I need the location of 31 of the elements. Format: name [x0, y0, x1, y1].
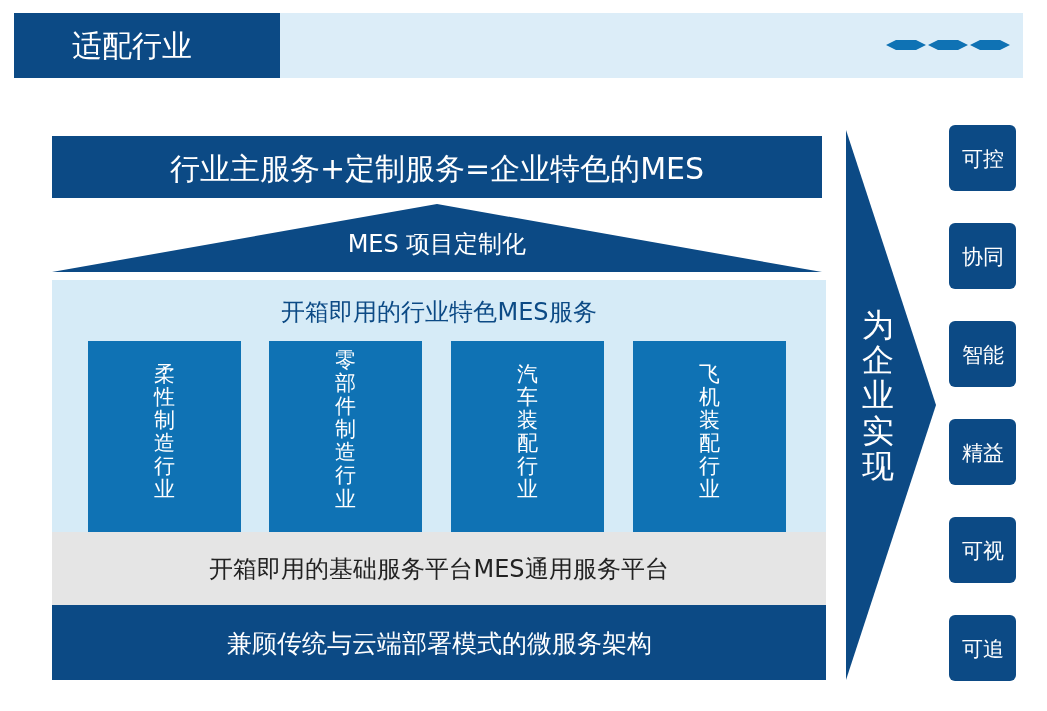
vertical-label: 汽车装配行业	[517, 363, 538, 502]
label-text: 协同	[960, 244, 1005, 271]
label-text: 精益	[960, 440, 1005, 467]
label-text: 可视	[960, 538, 1005, 565]
goal-box	[949, 615, 1016, 681]
label-text: 智能	[960, 342, 1005, 369]
heading-bar	[52, 136, 822, 198]
label-text: MES 项目定制化	[346, 229, 528, 260]
label-text: 行业主服务+定制服务=企业特色的MES	[168, 150, 706, 188]
service-panel	[52, 280, 826, 532]
goal-box	[949, 125, 1016, 191]
vertical-label: 零部件制造行业	[335, 349, 356, 511]
label-text: 可追	[960, 636, 1005, 663]
vertical-label: 飞机装配行业	[699, 363, 720, 502]
platform-band	[52, 532, 826, 605]
industry-box	[451, 341, 604, 532]
vertical-label: 柔性制造行业	[154, 363, 175, 502]
industry-box	[269, 341, 422, 532]
label-text: 兼顾传统与云端部署模式的微服务架构	[225, 628, 653, 660]
industry-box	[633, 341, 786, 532]
goal-box	[949, 419, 1016, 485]
vertical-label: 为企业实现	[862, 308, 894, 484]
industry-box	[88, 341, 241, 532]
page-title: 适配行业	[14, 13, 280, 78]
label-text: 开箱即用的基础服务平台MES通用服务平台	[208, 554, 670, 585]
label-text: 开箱即用的行业特色MES服务	[280, 297, 598, 328]
goal-box	[949, 321, 1016, 387]
goal-box	[949, 223, 1016, 289]
goal-box	[949, 517, 1016, 583]
architecture-band	[52, 605, 826, 680]
label-text: 可控	[960, 146, 1005, 173]
